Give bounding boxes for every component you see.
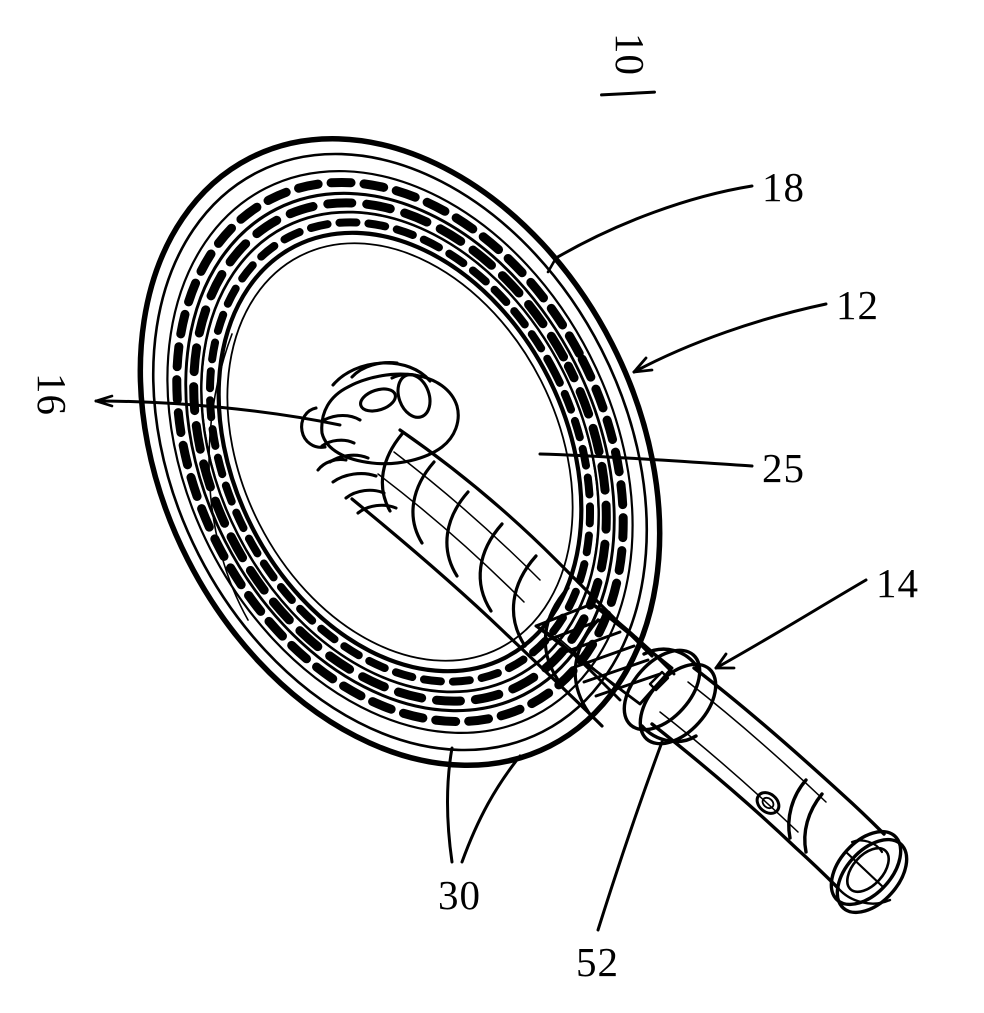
reference-numeral-10: 10 bbox=[607, 33, 653, 76]
ring-inner-shadow-arc bbox=[208, 333, 249, 621]
reference-numeral-16: 16 bbox=[29, 373, 75, 416]
leader-25 bbox=[538, 452, 754, 468]
reference-numeral-18: 18 bbox=[762, 164, 805, 210]
leader-14 bbox=[714, 578, 868, 670]
leader-12-arrow bbox=[632, 356, 654, 374]
leader-14-arrow bbox=[714, 652, 736, 670]
handle-side-hole bbox=[755, 791, 781, 815]
ring-band-segments-middle bbox=[189, 198, 611, 706]
shaft-taper-section bbox=[534, 602, 676, 706]
handle-end-cap bbox=[829, 829, 909, 915]
ring-band-hairlines bbox=[184, 191, 616, 713]
leader-30-b bbox=[460, 754, 522, 864]
leader-16-arrow bbox=[94, 394, 114, 408]
segmented-shaft bbox=[350, 428, 654, 728]
leader-16 bbox=[94, 399, 342, 427]
reference-numeral-52: 52 bbox=[576, 939, 619, 985]
reference-numeral-12: 12 bbox=[836, 282, 879, 328]
ring-outer-rim-inner bbox=[151, 152, 649, 752]
leader-52 bbox=[596, 740, 664, 932]
ring-band-segments-inner bbox=[205, 218, 595, 686]
leader-30-a bbox=[446, 746, 454, 864]
ring-inner-opening-shadow bbox=[226, 242, 574, 662]
ring-band-outer-channel bbox=[166, 169, 634, 735]
ring-band-mid-channel bbox=[185, 192, 615, 712]
reference-numeral-25: 25 bbox=[762, 445, 805, 491]
leader-lines bbox=[94, 184, 868, 932]
reference-numeral-30: 30 bbox=[438, 872, 481, 918]
reference-numeral-14: 14 bbox=[876, 560, 919, 606]
ring-inner-opening bbox=[216, 230, 584, 674]
leader-12 bbox=[632, 302, 828, 374]
handle-collar bbox=[622, 647, 718, 746]
central-hub bbox=[300, 361, 460, 515]
leader-18-tick bbox=[546, 256, 558, 274]
ring-outer-rim bbox=[137, 135, 663, 769]
ring-assembly bbox=[137, 135, 663, 769]
ring-band-segments-outer bbox=[172, 177, 628, 727]
handle-body bbox=[650, 666, 886, 890]
leader-18 bbox=[554, 184, 754, 260]
